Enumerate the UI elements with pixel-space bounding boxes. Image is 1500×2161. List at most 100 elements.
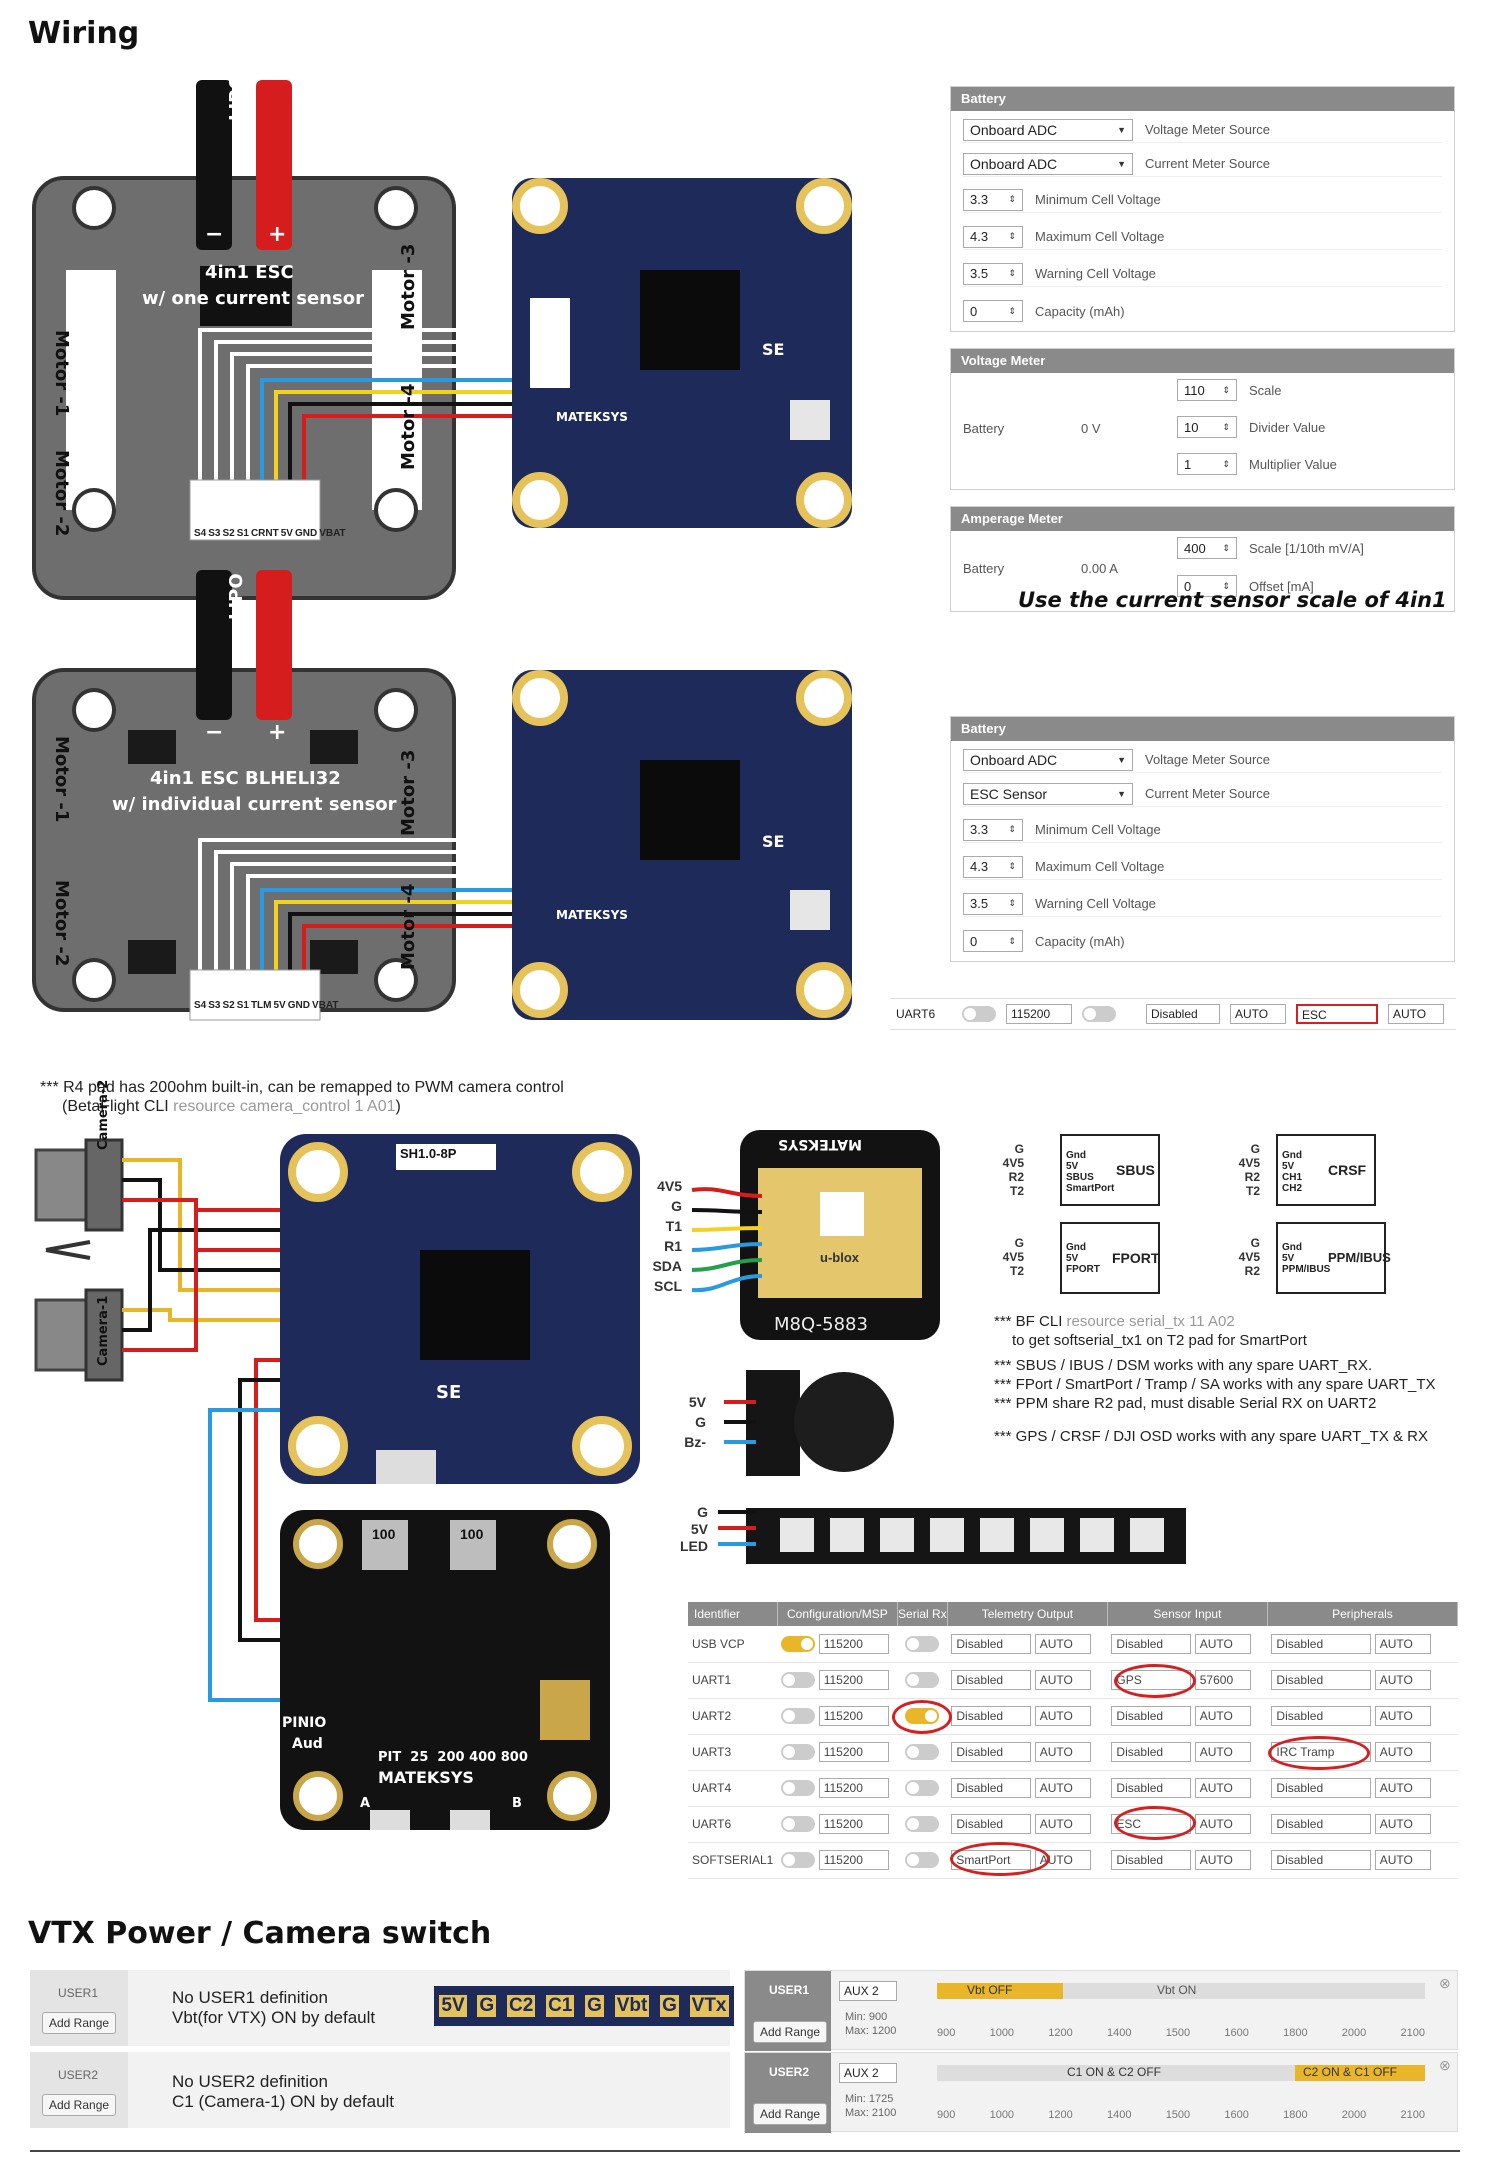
mode-user2-add-range[interactable]: Add Range xyxy=(753,2103,828,2125)
pdb-jst-b xyxy=(450,1810,490,1830)
current-source-select[interactable]: Onboard ADC▼ xyxy=(963,152,1133,175)
peripheral-baud-select[interactable]: AUTO xyxy=(1374,1670,1431,1690)
serial-rx-toggle[interactable] xyxy=(905,1635,940,1652)
telemetry-select[interactable]: Disabled xyxy=(951,1706,1032,1726)
max-cell-input[interactable]: 4.3⇕ xyxy=(963,225,1023,248)
peripheral-select[interactable]: Disabled xyxy=(1271,1850,1372,1870)
sensor-select[interactable]: Disabled xyxy=(1111,1706,1192,1726)
min-cell-input[interactable]: 3.3⇕ xyxy=(963,188,1023,211)
peripheral-select[interactable]: Disabled xyxy=(1271,1814,1372,1834)
peripheral-select[interactable]: Disabled xyxy=(1271,1633,1372,1654)
peripheral-baud-select[interactable]: AUTO xyxy=(1374,1778,1431,1798)
uart6-rx-toggle[interactable] xyxy=(1082,1006,1116,1022)
sensor-baud-select[interactable]: 57600 xyxy=(1194,1670,1251,1690)
voltage-source-select[interactable]: Onboard ADC▼ xyxy=(963,748,1133,771)
baud-select[interactable]: 115200 xyxy=(818,1742,889,1762)
esc1-pin: CRNT xyxy=(250,528,279,539)
amperage-meter-panel: Amperage Meter Battery 0.00 A 400⇕ Scale… xyxy=(950,506,1455,612)
baud-select[interactable]: 115200 xyxy=(818,1633,889,1654)
telemetry-baud-select[interactable]: AUTO xyxy=(1034,1670,1091,1690)
peripheral-baud-select[interactable]: AUTO xyxy=(1374,1706,1431,1726)
serial-rx-toggle[interactable] xyxy=(905,1744,940,1760)
sensor-baud-select[interactable]: AUTO xyxy=(1194,1850,1251,1870)
user1-add-range-button[interactable]: Add Range xyxy=(42,2012,117,2034)
uart6-sensor-auto[interactable]: AUTO xyxy=(1388,1004,1444,1024)
stepper-icon: ⇕ xyxy=(1008,268,1016,278)
msp-toggle[interactable] xyxy=(781,1672,816,1688)
telemetry-baud-select[interactable]: AUTO xyxy=(1034,1633,1091,1654)
msp-toggle[interactable] xyxy=(781,1852,816,1868)
peripheral-baud-select[interactable]: AUTO xyxy=(1374,1850,1431,1870)
sensor-baud-select[interactable]: AUTO xyxy=(1194,1633,1251,1654)
telemetry-select[interactable]: Disabled xyxy=(951,1742,1032,1762)
amp-offset-input[interactable]: 0⇕ xyxy=(1177,575,1237,597)
uart6-sensor-select[interactable]: ESC xyxy=(1296,1004,1378,1024)
capacity-input[interactable]: 0⇕ xyxy=(963,930,1023,952)
user2-range-track[interactable]: C1 ON & C2 OFF C2 ON & C1 OFF xyxy=(937,2065,1425,2081)
telemetry-baud-select[interactable]: AUTO xyxy=(1034,1778,1091,1798)
max-cell-input[interactable]: 4.3⇕ xyxy=(963,855,1023,878)
msp-toggle[interactable] xyxy=(781,1635,816,1652)
user1-aux-select[interactable]: AUX 2 xyxy=(839,1981,897,2001)
user2-add-range-button[interactable]: Add Range xyxy=(42,2094,117,2116)
warn-cell-input[interactable]: 3.5⇕ xyxy=(963,892,1023,915)
baud-select[interactable]: 115200 xyxy=(818,1706,889,1726)
peripheral-select[interactable]: Disabled xyxy=(1271,1778,1372,1798)
uart6-tel-auto[interactable]: AUTO xyxy=(1230,1004,1286,1024)
mode-user1-add-range[interactable]: Add Range xyxy=(753,2021,828,2043)
sensor-select[interactable]: Disabled xyxy=(1111,1850,1192,1870)
sensor-baud-select[interactable]: AUTO xyxy=(1194,1814,1251,1834)
fc3-mcu xyxy=(420,1250,530,1360)
vm-divider-input[interactable]: 10⇕ xyxy=(1177,416,1237,438)
amp-scale-input[interactable]: 400⇕ xyxy=(1177,537,1237,559)
baud-select[interactable]: 115200 xyxy=(818,1670,889,1690)
sensor-baud-select[interactable]: AUTO xyxy=(1194,1742,1251,1762)
current-source-select[interactable]: ESC Sensor▼ xyxy=(963,782,1133,805)
msp-toggle[interactable] xyxy=(781,1816,816,1832)
warn-cell-input[interactable]: 3.5⇕ xyxy=(963,262,1023,285)
telemetry-baud-select[interactable]: AUTO xyxy=(1034,1814,1091,1834)
peripheral-select[interactable]: Disabled xyxy=(1271,1706,1372,1726)
gps-chip: u-blox xyxy=(820,1250,859,1265)
telemetry-baud-select[interactable]: AUTO xyxy=(1034,1742,1091,1762)
telemetry-select[interactable]: Disabled xyxy=(951,1778,1032,1798)
sensor-baud-select[interactable]: AUTO xyxy=(1194,1778,1251,1798)
serial-rx-toggle[interactable] xyxy=(905,1672,940,1688)
user2-row: USER2 Add Range No USER2 definition C1 (… xyxy=(30,2052,730,2128)
sensor-baud-select[interactable]: AUTO xyxy=(1194,1706,1251,1726)
voltage-source-select[interactable]: Onboard ADC▼ xyxy=(963,118,1133,141)
esc2-hole-br xyxy=(374,958,418,1002)
capacity-input[interactable]: 0⇕ xyxy=(963,300,1023,322)
msp-toggle[interactable] xyxy=(781,1708,816,1724)
uart6-baud-select[interactable]: 115200 xyxy=(1006,1004,1072,1024)
peripheral-baud-select[interactable]: AUTO xyxy=(1374,1814,1431,1834)
baud-select[interactable]: 115200 xyxy=(818,1814,889,1834)
baud-select[interactable]: 115200 xyxy=(818,1850,889,1870)
min-cell-input[interactable]: 3.3⇕ xyxy=(963,818,1023,841)
telemetry-baud-select[interactable]: AUTO xyxy=(1034,1706,1091,1726)
msp-toggle[interactable] xyxy=(781,1744,816,1760)
close-icon[interactable]: ⊗ xyxy=(1439,2057,1451,2073)
close-icon[interactable]: ⊗ xyxy=(1439,1975,1451,1991)
serial-rx-toggle[interactable] xyxy=(905,1816,940,1832)
vm-mult-input[interactable]: 1⇕ xyxy=(1177,453,1237,475)
sensor-select[interactable]: Disabled xyxy=(1111,1742,1192,1762)
uart6-tel-select[interactable]: Disabled xyxy=(1146,1004,1220,1024)
peripheral-select[interactable]: Disabled xyxy=(1271,1670,1372,1690)
telemetry-select[interactable]: Disabled xyxy=(951,1814,1032,1834)
peripheral-baud-select[interactable]: AUTO xyxy=(1374,1633,1431,1654)
telemetry-select[interactable]: Disabled xyxy=(951,1633,1032,1654)
msp-toggle[interactable] xyxy=(781,1780,816,1796)
sensor-select[interactable]: Disabled xyxy=(1111,1633,1192,1654)
sensor-select[interactable]: Disabled xyxy=(1111,1778,1192,1798)
serial-rx-toggle[interactable] xyxy=(905,1852,940,1868)
peripheral-baud-select[interactable]: AUTO xyxy=(1374,1742,1431,1762)
telemetry-select[interactable]: Disabled xyxy=(951,1670,1032,1690)
serial-rx-toggle[interactable] xyxy=(905,1780,940,1796)
user2-aux-select[interactable]: AUX 2 xyxy=(839,2063,897,2083)
baud-select[interactable]: 115200 xyxy=(818,1778,889,1798)
uart6-msp-toggle[interactable] xyxy=(962,1006,996,1022)
user1-range-track[interactable]: Vbt OFF Vbt ON xyxy=(937,1983,1425,1999)
vm-scale-input[interactable]: 110⇕ xyxy=(1177,379,1237,401)
